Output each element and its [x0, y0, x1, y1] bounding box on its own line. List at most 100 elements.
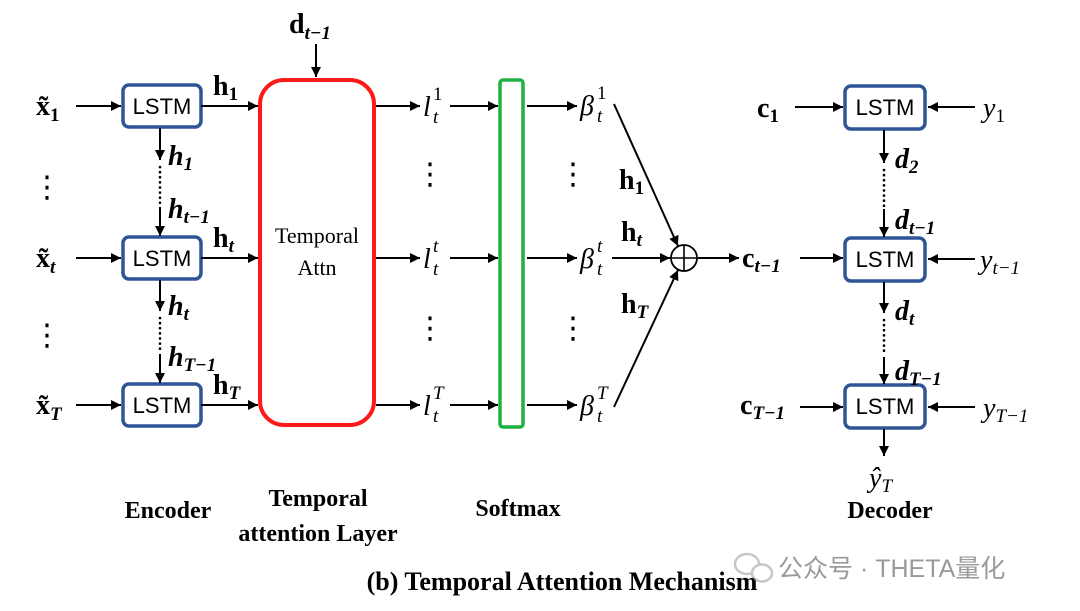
encoder-output-t-label: ht [213, 223, 235, 257]
context-vector-label: ct−1 [742, 243, 781, 277]
encoder-input-t: x̃t [36, 243, 56, 278]
label-subscript: 2 [908, 157, 919, 178]
attention-score-ellipsis-1: ⋮ [415, 157, 445, 192]
decoder-input-1-label: y1 [980, 93, 1005, 127]
encoder-output-T-label: hT [213, 370, 242, 404]
label-base: d [895, 144, 910, 175]
decoder-lstm-3 [843, 383, 927, 430]
label-base: h [168, 194, 184, 225]
encoder-input-1: x̃1 [36, 91, 60, 126]
label-base: d [895, 205, 910, 236]
label-subscript: T [881, 476, 893, 497]
decoder-input-t-label: yt−1 [977, 245, 1020, 279]
label-subscript: 1 [184, 154, 194, 175]
label-base: h [213, 71, 229, 102]
decoder-output-label: ŷT [866, 463, 893, 497]
encoder-input-ellipsis-2: ⋮ [32, 318, 62, 353]
label-base: l [423, 391, 431, 422]
label-base: d [895, 356, 910, 387]
decoder-link-1-upper-label: d2 [895, 144, 919, 178]
attention-weight-ellipsis-1: ⋮ [558, 157, 588, 192]
sum-input-t-label: ht [621, 217, 643, 251]
label-base: y [980, 93, 996, 124]
label-subscript: t [433, 259, 439, 280]
label-base: y [980, 393, 996, 424]
encoder-lstm-2-label: LSTM [133, 246, 192, 271]
label-subscript: T [50, 404, 63, 425]
label-subscript: t−1 [305, 23, 331, 44]
label-subscript: t [909, 309, 915, 330]
label-subscript: t [184, 304, 190, 325]
label-subscript: t [50, 257, 56, 278]
arrow-weight-T-to-sum [613, 269, 679, 408]
temporal-attention-box-line-2: Attn [297, 255, 336, 280]
label-subscript: T−1 [184, 355, 217, 376]
encoder-input-ellipsis-1: ⋮ [32, 170, 62, 205]
label-base: β [579, 391, 594, 422]
label-subscript: t [229, 236, 235, 257]
sum-input-T-label: hT [621, 289, 650, 323]
label-base: ŷ [866, 463, 882, 494]
label-subscript: T−1 [909, 369, 942, 390]
decoder-section-label: Decoder [847, 498, 933, 524]
label-subscript: T [229, 383, 242, 404]
watermark-text: 公众号 · THETA量化 [778, 555, 1005, 583]
label-subscript: T−1 [752, 403, 785, 424]
label-subscript: 1 [635, 178, 645, 199]
encoder-section-label: Encoder [125, 498, 212, 524]
label-base: c [740, 390, 752, 421]
sum-operator-icon [670, 244, 698, 272]
label-subscript: t [637, 230, 643, 251]
label-subscript: t−1 [992, 258, 1020, 279]
decoder-lstm-3-label: LSTM [856, 394, 915, 419]
attention-section-label-line-1: Temporal [268, 486, 367, 512]
label-base: h [621, 217, 637, 248]
label-superscript: 1 [597, 83, 607, 104]
label-base: h [168, 342, 184, 373]
decoder-lstm-1-label: LSTM [856, 95, 915, 120]
encoder-link-1-lower-label: ht−1 [168, 194, 210, 228]
decoder-input-T-label: yT−1 [980, 393, 1028, 427]
label-base: x̃ [36, 91, 50, 122]
decoder-link-2-lower-label: dT−1 [895, 356, 942, 390]
label-base: y [977, 245, 993, 276]
label-subscript: 1 [995, 106, 1005, 127]
label-subscript: t [433, 406, 439, 427]
decoder-context-T-label: cT−1 [740, 390, 785, 424]
label-base: h [213, 223, 229, 254]
label-base: h [621, 289, 637, 320]
label-subscript: 1 [229, 84, 239, 105]
label-subscript: t−1 [754, 256, 780, 277]
label-base: c [742, 243, 754, 274]
encoder-link-2-upper-label: ht [168, 291, 190, 325]
softmax-section-label: Softmax [475, 496, 560, 522]
label-superscript: T [597, 383, 609, 404]
label-base: x̃ [36, 243, 50, 274]
label-subscript: t [433, 107, 439, 128]
label-superscript: t [433, 236, 439, 257]
attention-query-label: dt−1 [289, 9, 331, 44]
attention-score-ellipsis-2: ⋮ [415, 311, 445, 346]
decoder-link-1-lower-label: dt−1 [895, 205, 935, 239]
decoder-link-2-upper-label: dt [895, 296, 915, 330]
label-superscript: T [433, 383, 445, 404]
label-base: β [579, 91, 594, 122]
arrow-weight-1-to-sum [613, 103, 679, 247]
label-base: x̃ [36, 390, 50, 421]
label-subscript: T−1 [995, 406, 1028, 427]
decoder-lstm-2-label: LSTM [856, 247, 915, 272]
label-subscript: t [597, 259, 603, 280]
temporal-attention-box [258, 78, 376, 427]
figure-caption: (b) Temporal Attention Mechanism [367, 567, 758, 596]
label-base: l [423, 92, 431, 123]
label-subscript: t [597, 106, 603, 127]
label-superscript: t [597, 236, 603, 257]
temporal-attention-box-line-1: Temporal [275, 223, 359, 248]
label-base: l [423, 244, 431, 275]
